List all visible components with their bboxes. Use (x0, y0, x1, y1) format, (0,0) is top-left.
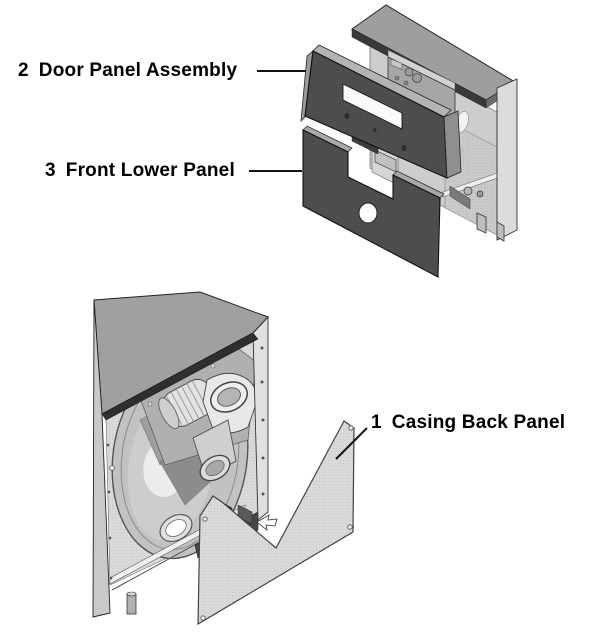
part-name: Front Lower Panel (65, 160, 235, 181)
part-label-front-lower-panel: 3 Front Lower Panel (45, 160, 235, 182)
screw-hole (401, 145, 407, 151)
motor (158, 378, 216, 430)
motor-bracket (449, 185, 471, 210)
rear-exploded-view (92, 291, 368, 626)
screw-hole (344, 113, 350, 119)
insertion-arrow (256, 514, 278, 531)
rim-bolt (109, 465, 115, 471)
door-panel-right-flange (443, 110, 462, 179)
pulley (463, 186, 473, 196)
back-panel-face (197, 420, 355, 626)
door-panel-left-flange (300, 50, 314, 123)
lower-panel-hole (358, 202, 378, 224)
part-number: 2 (18, 60, 29, 81)
exhaust-duct-opening (199, 454, 231, 482)
leader-line-1 (335, 427, 368, 460)
part-name: Door Panel Assembly (38, 60, 238, 81)
back-panel-screws (200, 425, 354, 621)
foot-front (496, 221, 505, 242)
post-screws (260, 346, 265, 496)
rear-top-edge-band (101, 332, 259, 421)
foot-rear (126, 591, 137, 615)
door-panel-assembly (300, 44, 462, 179)
plate-screw (147, 401, 153, 407)
control-panel-dials (390, 58, 422, 104)
right-side-panel (496, 78, 518, 241)
left-side-panel-rear (92, 299, 111, 618)
pulley (476, 190, 484, 198)
part-number: 3 (45, 160, 56, 181)
part-label-casing-back-panel: 1 Casing Back Panel (371, 412, 565, 434)
front-exploded-view (249, 4, 518, 278)
casing-back-panel (197, 420, 355, 626)
vent-ring (159, 513, 193, 543)
side-screws (106, 443, 113, 580)
front-lower-panel (302, 125, 445, 278)
blower-port (210, 381, 248, 413)
base-bracket (237, 504, 253, 525)
blower-assembly (139, 345, 258, 482)
part-label-door-panel-assembly: 2 Door Panel Assembly (18, 60, 237, 82)
foot-front (476, 212, 487, 234)
door-window-cutout (342, 83, 403, 130)
screw-hole (373, 128, 377, 132)
part-number: 1 (371, 412, 382, 433)
plate-screw (210, 363, 216, 369)
part-name: Casing Back Panel (391, 412, 566, 433)
